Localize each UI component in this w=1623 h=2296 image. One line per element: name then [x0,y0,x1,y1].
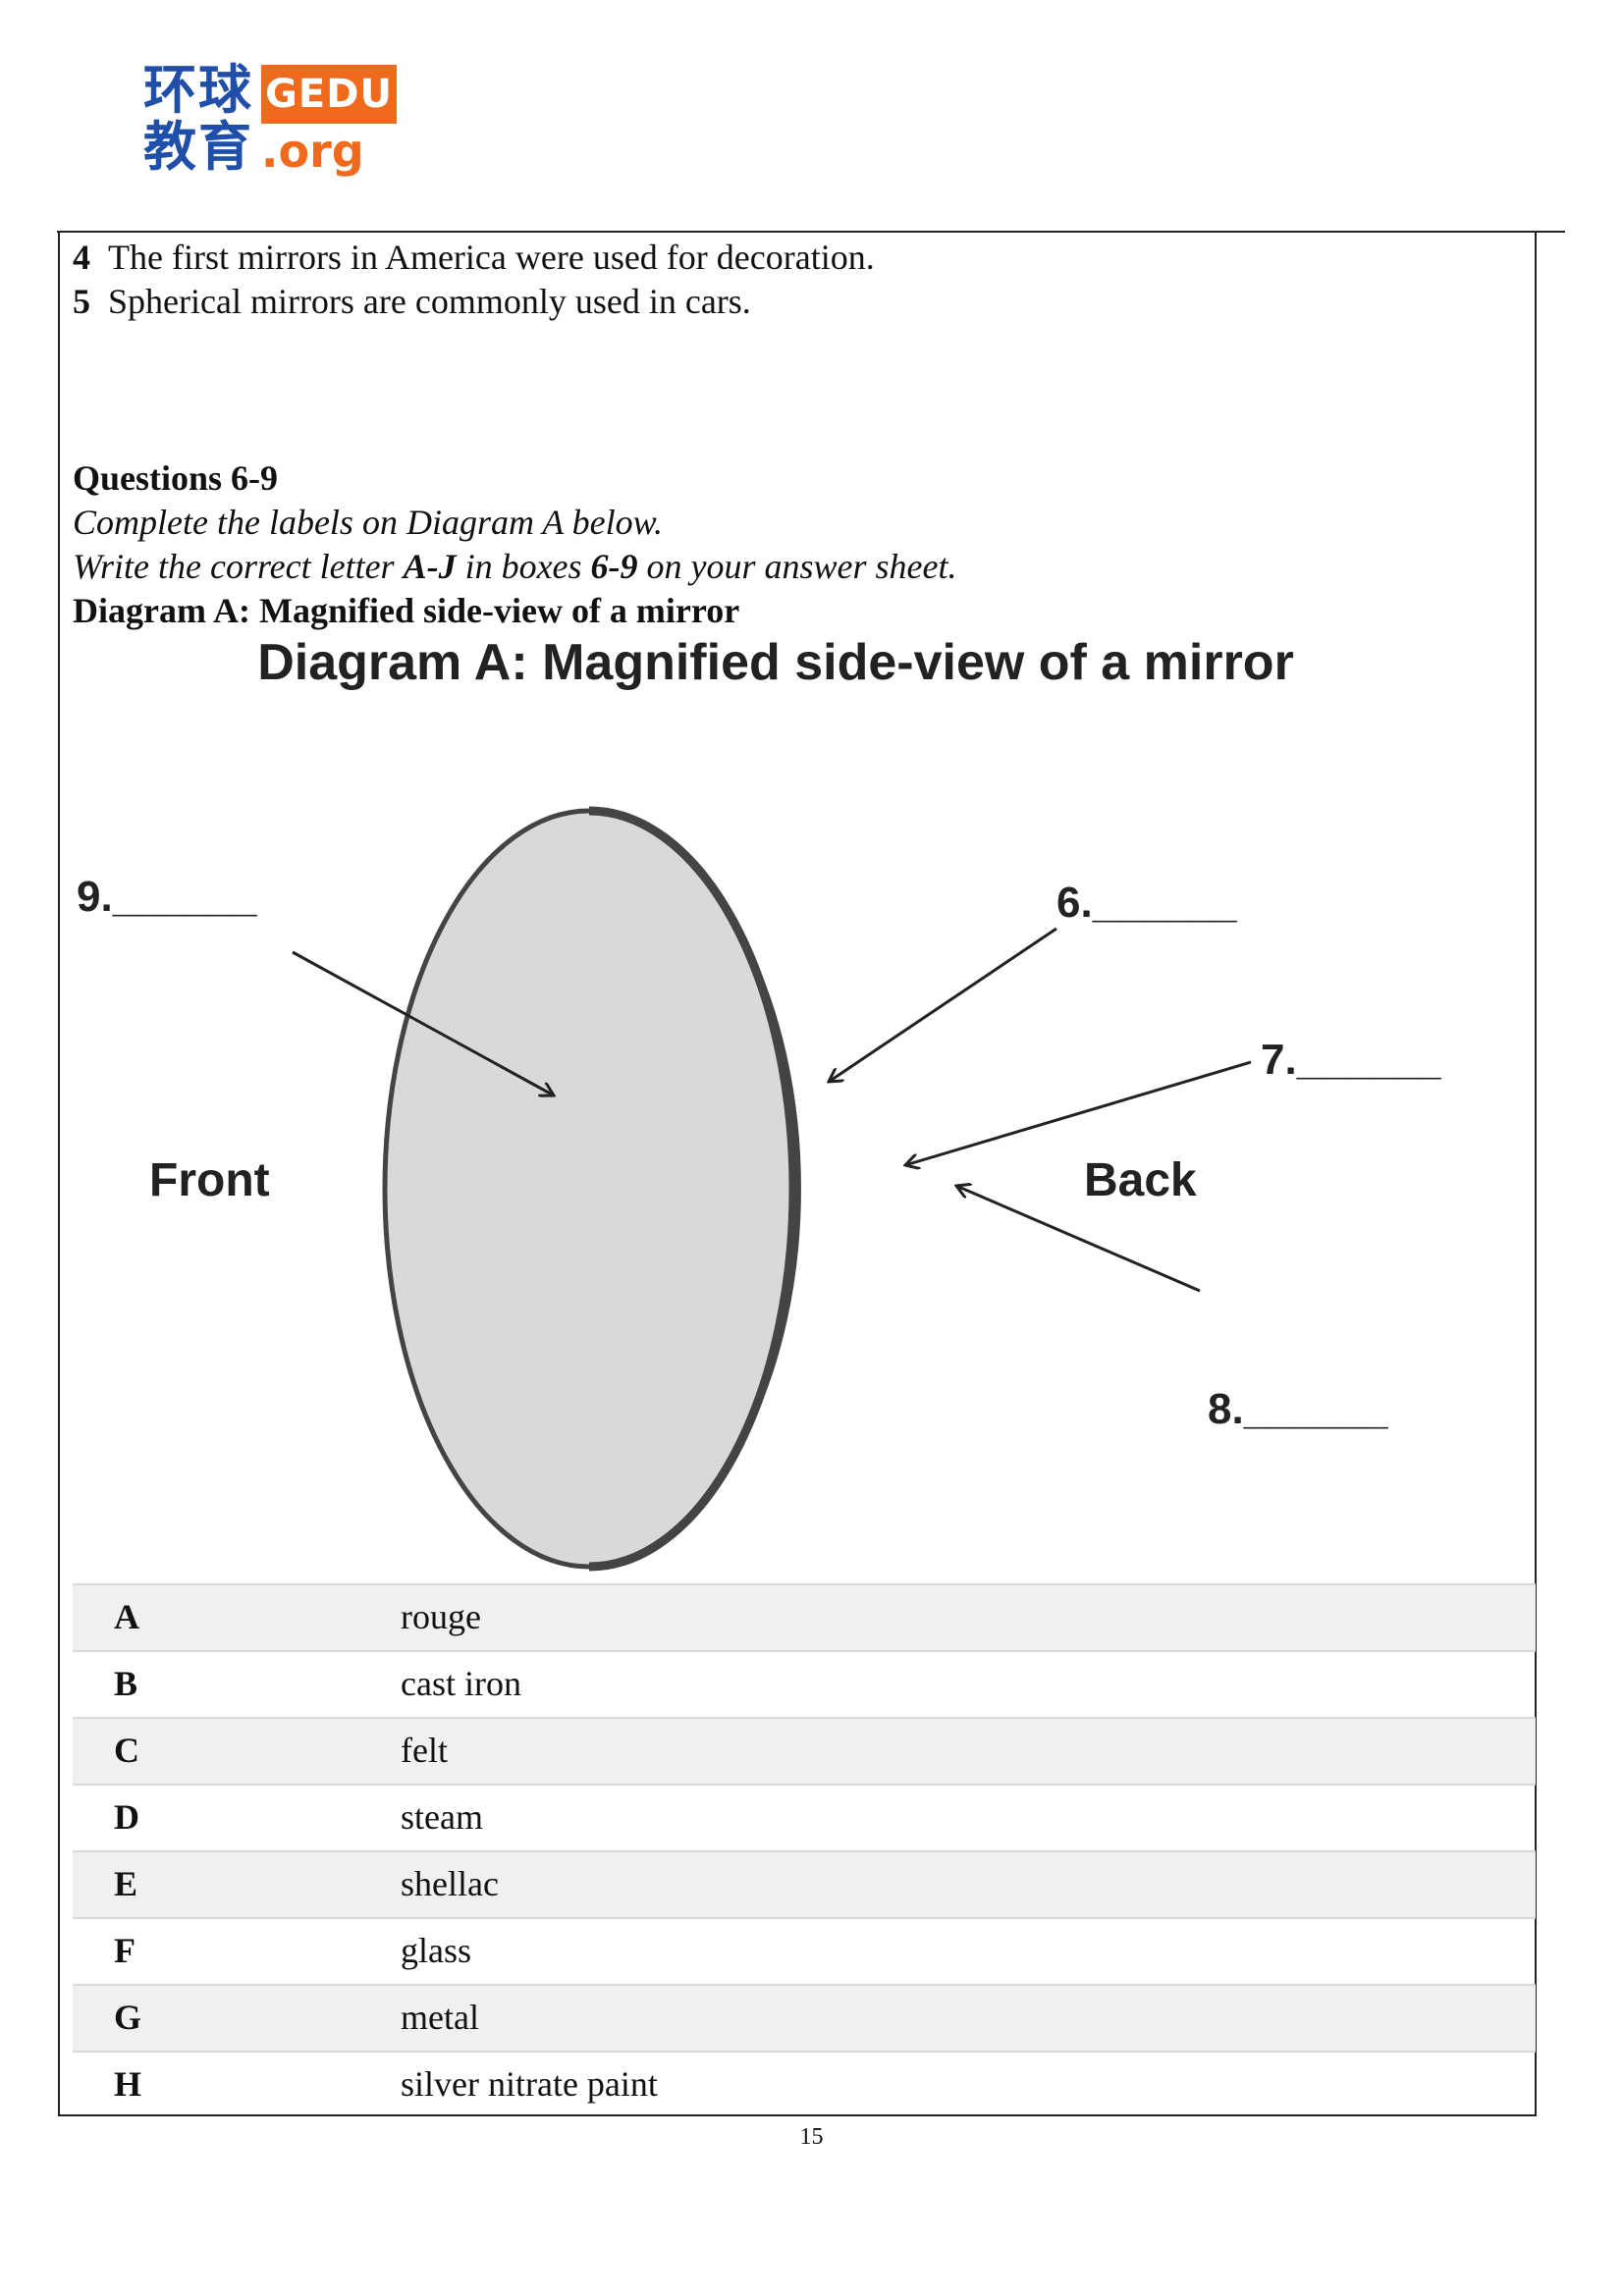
option-letter: G [114,1998,142,2037]
questions-heading: Questions 6-9 [73,458,279,498]
statement-4: 4 The first mirrors in America were used … [73,236,875,279]
option-letter: A [114,1597,139,1636]
option-row: H silver nitrate paint [73,2051,1536,2117]
logo-chinese-bottom: 教育 [143,116,253,178]
logo-domain: .org [261,125,364,178]
option-text: cast iron [401,1664,521,1703]
option-letter: H [114,2064,142,2104]
mirror-diagram: Diagram A: Magnified side-view of a mirr… [61,618,1534,1580]
arrow-6 [829,927,1057,1082]
logo-brand-badge: GEDU [261,65,397,124]
logo-chinese-top: 环球 [143,59,253,121]
statement-number: 4 [73,238,90,277]
option-text: metal [401,1998,479,2037]
options-table: A rouge B cast iron C felt D steam E she… [73,1583,1536,2117]
mirror-layers [382,806,801,1572]
header-divider [57,231,1565,233]
option-text: silver nitrate paint [401,2064,658,2104]
mirror-diagram-svg: Diagram A: Magnified side-view of a mirr… [77,634,1441,1572]
instruction-text: on your answer sheet. [637,547,957,586]
label-9: 9.______ [77,873,257,921]
option-row: F glass [73,1917,1536,1984]
label-6: 6.______ [1056,879,1237,927]
instruction-text: in boxes [456,547,591,586]
option-letter: C [114,1731,139,1770]
label-front: Front [149,1154,270,1206]
arrow-7 [905,1060,1252,1165]
diagram-caption: Diagram A: Magnified side-view of a mirr… [73,591,740,630]
label-8: 8.______ [1208,1385,1388,1433]
option-letter: E [114,1864,138,1903]
gedu-logo: 环球 GEDU 教育 .org [143,61,408,179]
option-text: shellac [401,1864,499,1903]
question-frame [58,232,1537,2116]
option-letter: D [114,1797,139,1837]
label-back: Back [1084,1154,1197,1206]
instruction-write-letter: Write the correct letter A-J in boxes 6-… [73,545,957,588]
option-text: steam [401,1797,483,1837]
option-text: glass [401,1931,471,1970]
option-row: E shellac [73,1850,1536,1917]
option-row: B cast iron [73,1650,1536,1717]
statement-number: 5 [73,282,90,321]
statement-text: Spherical mirrors are commonly used in c… [108,282,751,321]
instruction-box-range: 6-9 [590,547,638,586]
instruction-letter-range: A-J [403,547,457,586]
page-number: 15 [799,2124,824,2150]
option-row: G metal [73,1984,1536,2051]
option-text: felt [401,1731,448,1770]
instruction-text: Write the correct letter [73,547,404,586]
instruction-complete-labels: Complete the labels on Diagram A below. [73,503,663,542]
statement-text: The first mirrors in America were used f… [108,238,875,277]
option-row: D steam [73,1784,1536,1850]
arrow-9 [292,950,554,1095]
statement-5: 5 Spherical mirrors are commonly used in … [73,280,751,323]
option-letter: B [114,1664,138,1703]
label-7: 7.______ [1261,1036,1441,1084]
option-text: rouge [401,1597,481,1636]
option-row: C felt [73,1717,1536,1784]
mirror-layer-1 [588,806,798,1572]
arrow-8 [956,1186,1201,1293]
option-row: A rouge [73,1583,1536,1650]
option-letter: F [114,1931,135,1970]
diagram-title: Diagram A: Magnified side-view of a mirr… [257,634,1294,691]
